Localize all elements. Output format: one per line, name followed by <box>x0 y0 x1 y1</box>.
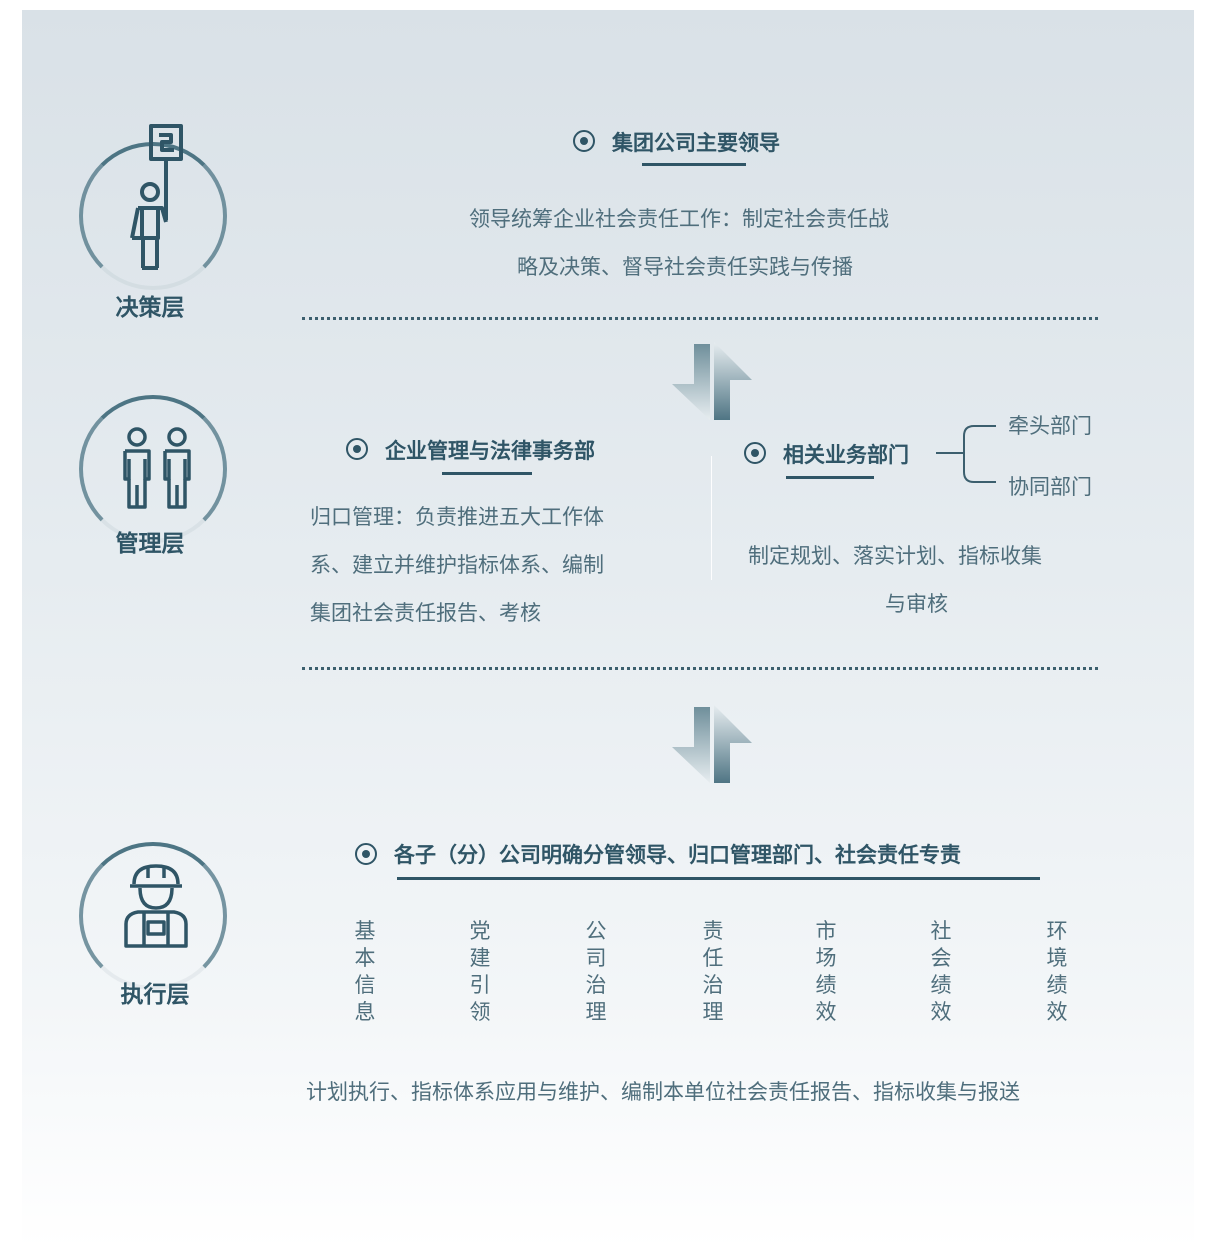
mgmt-left-line2: 系、建立并维护指标体系、编制 <box>310 553 604 577</box>
exchange-arrows-icon <box>672 705 752 783</box>
decision-description-line2: 略及决策、督导社会责任实践与传播 <box>517 255 853 279</box>
decision-heading-underline <box>642 163 746 166</box>
coop-department: 协同部门 <box>1008 475 1092 499</box>
management-layer-label: 管理层 <box>115 531 185 557</box>
exec-column-corporate-governance: 公司治理 <box>585 919 607 1024</box>
mgmt-right-heading: 相关业务部门 <box>783 443 909 467</box>
divider-1 <box>302 317 1098 320</box>
bullet-icon <box>573 130 595 152</box>
flag-bearer-icon <box>130 124 183 270</box>
bullet-icon <box>744 442 766 464</box>
exec-column-market-performance: 市场绩效 <box>815 919 837 1024</box>
execution-heading: 各子（分）公司明确分管领导、归口管理部门、社会责任专责 <box>394 843 961 867</box>
execution-heading-underline <box>397 877 1040 880</box>
divider-2 <box>302 667 1098 670</box>
decision-description-line1: 领导统筹企业社会责任工作：制定社会责任战 <box>469 207 889 231</box>
execution-layer-label: 执行层 <box>120 982 190 1008</box>
exec-column-social-performance: 社会绩效 <box>930 919 952 1024</box>
mgmt-left-line1: 归口管理：负责推进五大工作体 <box>310 505 604 529</box>
lead-department: 牵头部门 <box>1008 414 1092 438</box>
exec-column-party-building: 党建引领 <box>469 919 491 1024</box>
bracket-connector <box>936 425 996 483</box>
bullet-icon <box>346 438 368 460</box>
two-people-icon <box>123 427 191 509</box>
exec-column-environmental-performance: 环境绩效 <box>1046 919 1068 1024</box>
construction-worker-icon <box>124 864 188 948</box>
exchange-arrows-icon <box>672 342 752 420</box>
execution-footer: 计划执行、指标体系应用与维护、编制本单位社会责任报告、指标收集与报送 <box>306 1080 1020 1104</box>
mgmt-right-line1: 制定规划、落实计划、指标收集 <box>748 544 1042 568</box>
decision-heading: 集团公司主要领导 <box>612 131 780 155</box>
decision-layer-label: 决策层 <box>115 295 185 321</box>
exec-column-basic-info: 基本信息 <box>354 919 376 1024</box>
mgmt-column-divider <box>711 456 712 580</box>
management-circle <box>79 395 227 543</box>
bullet-icon <box>355 843 377 865</box>
mgmt-left-line3: 集团社会责任报告、考核 <box>310 601 541 625</box>
mgmt-left-heading: 企业管理与法律事务部 <box>385 439 595 463</box>
mgmt-right-line2: 与审核 <box>885 592 948 616</box>
exec-column-responsibility-governance: 责任治理 <box>702 919 724 1024</box>
mgmt-left-heading-underline <box>442 472 532 475</box>
mgmt-right-heading-underline <box>786 476 874 479</box>
execution-circle <box>79 842 227 990</box>
